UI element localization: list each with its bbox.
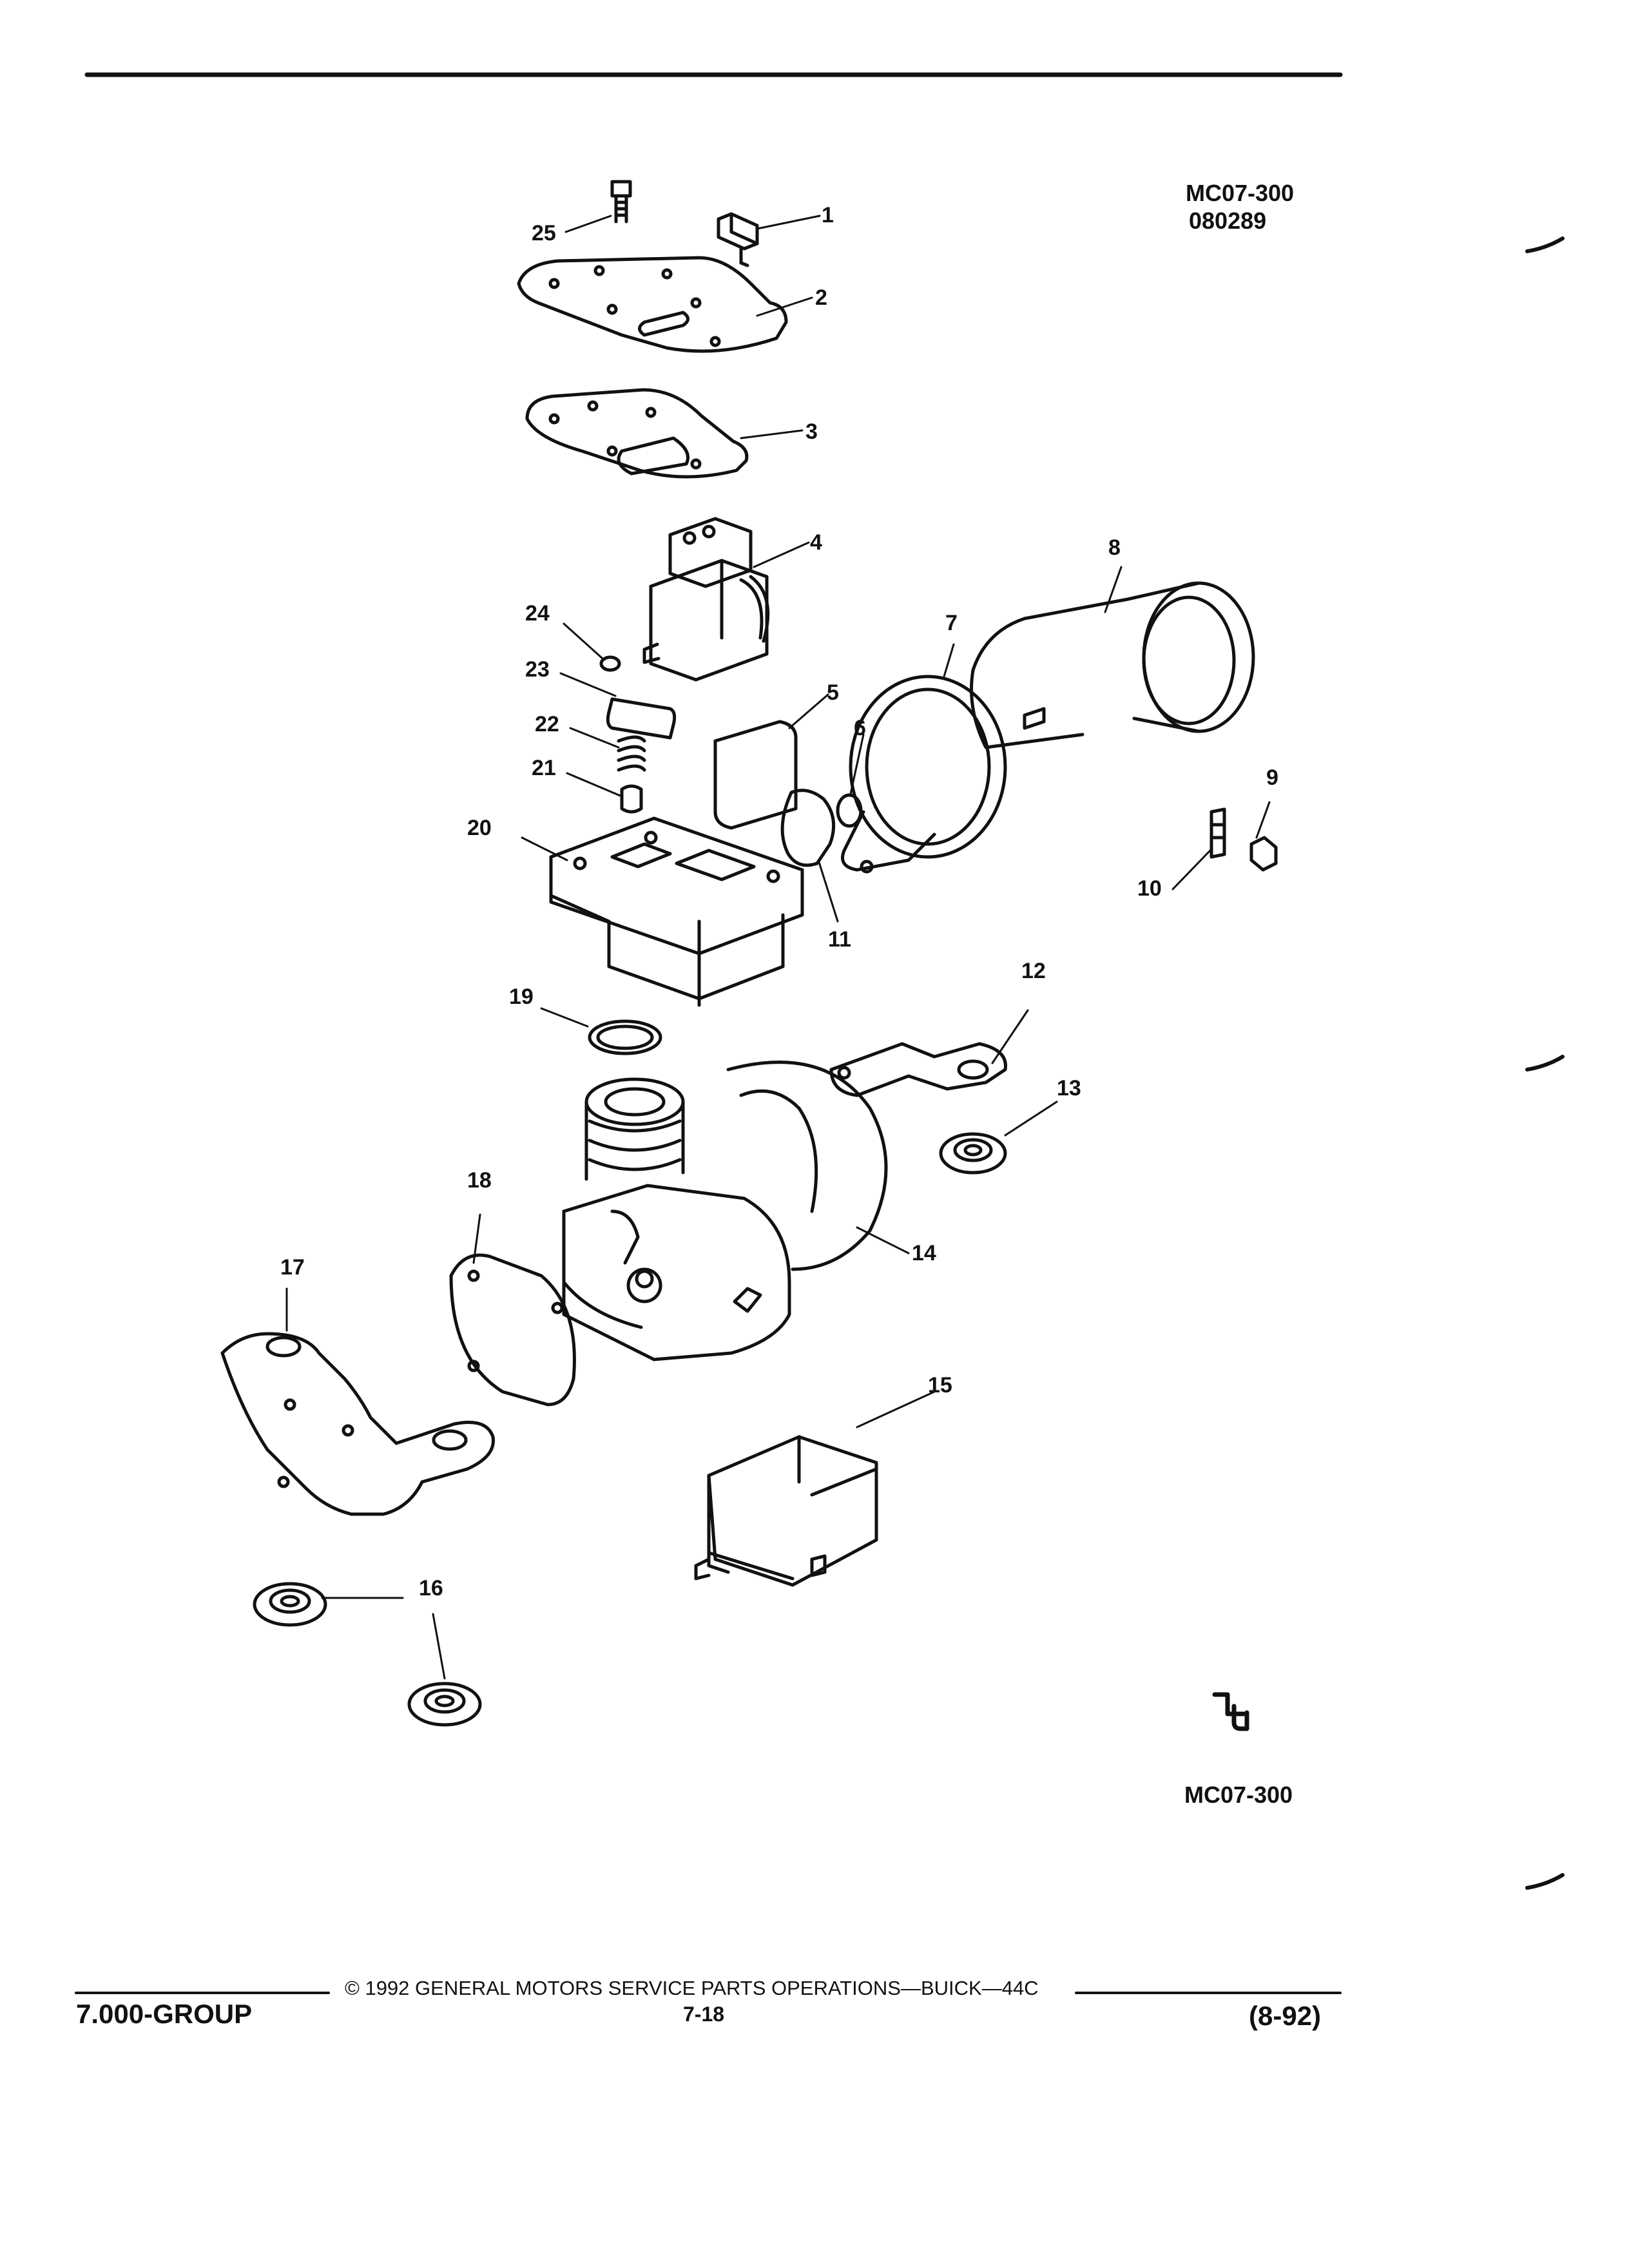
callout-7: 7: [945, 611, 958, 635]
part-20-head: [549, 816, 804, 1007]
leader-lines: [285, 215, 1271, 1680]
figure-code-bottom: MC07-300: [1184, 1782, 1293, 1808]
callout-10: 10: [1137, 876, 1162, 901]
footer-group: 7.000-GROUP: [76, 1999, 253, 2029]
callout-14: 14: [912, 1241, 936, 1265]
part-16-grommet-a: [253, 1582, 327, 1627]
callout-17: 17: [280, 1255, 305, 1280]
part-13-grommet: [939, 1132, 1007, 1175]
part-17-bracket: [220, 1332, 495, 1516]
footer-date: (8-92): [1249, 2001, 1322, 2031]
callout-16: 16: [419, 1576, 443, 1600]
callout-4: 4: [810, 530, 822, 555]
part-1-clip: [717, 212, 759, 267]
part-4-solenoid: [642, 517, 770, 682]
part-25-bolt: [610, 180, 632, 224]
part-14-compressor: [562, 1061, 888, 1361]
part-7-bracket-ring: [841, 675, 1007, 874]
logo-mark: [1212, 1692, 1249, 1731]
figure-date-code: 080289: [1189, 207, 1267, 234]
callout-15: 15: [928, 1373, 952, 1398]
callout-12: 12: [1021, 959, 1046, 983]
part-22-spring: [617, 735, 646, 772]
part-2-cover-plate: [517, 256, 788, 353]
callout-11: 11: [828, 927, 851, 952]
figure-code-top: MC07-300: [1186, 180, 1295, 206]
part-5-filter-pad: [713, 720, 798, 830]
callout-19: 19: [509, 985, 534, 1009]
callout-22: 22: [535, 712, 559, 736]
callout-23: 23: [525, 657, 550, 682]
callout-2: 2: [815, 285, 827, 310]
part-23-pad: [606, 697, 677, 740]
part-9-cap: [1249, 836, 1278, 872]
callout-5: 5: [827, 680, 839, 705]
callout-1: 1: [822, 203, 834, 227]
callout-25: 25: [532, 221, 556, 245]
part-11-gasket: [780, 789, 836, 867]
callout-18: 18: [467, 1168, 492, 1193]
callout-21: 21: [532, 756, 556, 780]
margin-marks: [1525, 236, 1565, 1890]
part-21-plunger: [620, 784, 643, 814]
part-18-gasket: [449, 1253, 576, 1407]
callout-13: 13: [1057, 1076, 1081, 1100]
part-24-oring: [599, 655, 621, 672]
callout-24: 24: [525, 601, 550, 626]
part-15-bracket: [694, 1435, 878, 1587]
part-12-bracket: [829, 1042, 1007, 1097]
callout-6: 6: [854, 716, 866, 740]
callout-9: 9: [1266, 765, 1278, 790]
part-16-grommet-b: [407, 1682, 482, 1727]
footer-copyright: © 1992 GENERAL MOTORS SERVICE PARTS OPER…: [345, 1977, 1039, 1999]
callout-3: 3: [805, 419, 818, 444]
part-10-fitting: [1210, 807, 1226, 859]
part-19-seal-ring: [588, 1019, 662, 1055]
part-3-gasket: [525, 388, 749, 479]
callout-8: 8: [1108, 535, 1121, 560]
part-8-dryer-canister: [970, 581, 1255, 749]
callout-20: 20: [467, 816, 492, 840]
footer-page-number: 7-18: [683, 2003, 725, 2026]
